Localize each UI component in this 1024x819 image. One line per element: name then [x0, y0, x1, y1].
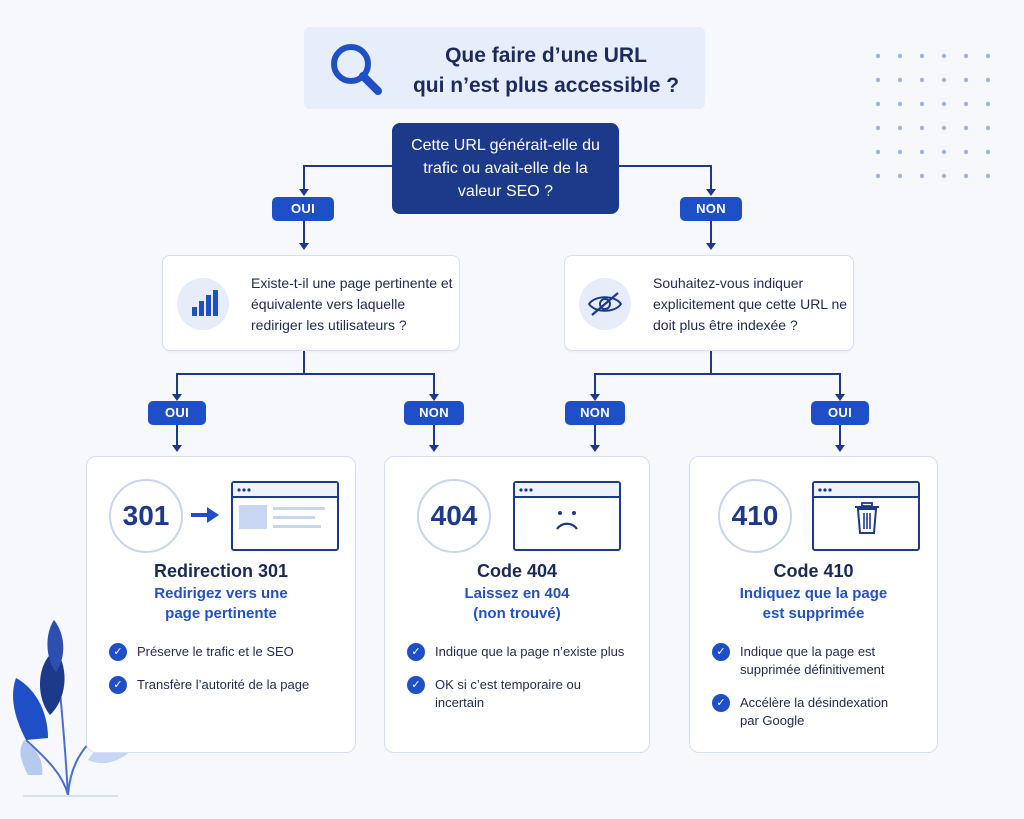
browser-window-icon	[812, 481, 920, 551]
card-subtitle-line-2: page pertinente	[165, 605, 277, 622]
title-box: Que faire d’une URL qui n’est plus acces…	[304, 27, 705, 109]
code-410-badge: 410	[718, 479, 792, 553]
question-right-text: Souhaitez-vous indiquer explicitement qu…	[653, 275, 848, 333]
branch-no-pill: NON	[680, 197, 742, 221]
card-title: Code 410	[773, 561, 854, 581]
arrow-right-icon	[191, 507, 219, 523]
check-icon: ✓	[407, 676, 425, 694]
check-icon: ✓	[109, 643, 127, 661]
bullet-text: OK si c’est temporaire ou incertain	[435, 677, 581, 710]
main-question: Cette URL générait-elle du trafic ou ava…	[392, 123, 619, 214]
left-no-pill: NON	[404, 401, 464, 425]
card-subtitle: Indiquez que la page est supprimée	[690, 584, 937, 624]
card-404: 404 Code 404 Laissez en 404 (non trouvé)…	[384, 456, 650, 753]
bullet-text: Indique que la page n’existe plus	[435, 644, 625, 659]
dot-grid-decoration	[875, 53, 991, 179]
browser-window-icon	[231, 481, 339, 551]
card-title: Code 404	[476, 561, 558, 581]
sad-face-icon	[556, 511, 578, 530]
eye-off-icon	[579, 278, 631, 330]
title-line-2: qui n’est plus accessible ?	[412, 74, 680, 97]
page-title: Que faire d’une URL qui n’est plus acces…	[396, 41, 696, 101]
search-icon	[331, 44, 382, 95]
right-yes-pill: OUI	[811, 401, 869, 425]
card-subtitle-line-1: Indiquez que la page	[739, 585, 888, 602]
card-title: Redirection 301	[153, 561, 289, 581]
card-subtitle-line-1: Redirigez vers une	[154, 585, 288, 602]
bullet-list: ✓ Préserve le trafic et le SEO ✓ Transfère…	[109, 643, 341, 709]
bullet-text: Préserve le trafic et le SEO	[137, 644, 294, 659]
check-icon: ✓	[109, 676, 127, 694]
check-icon: ✓	[712, 643, 730, 661]
left-yes-pill: OUI	[148, 401, 206, 425]
bullet-item: ✓ Indique que la page est supprimée défin…	[712, 643, 910, 679]
card-subtitle-line-2: est supprimée	[762, 605, 865, 622]
bullet-item: ✓ Préserve le trafic et le SEO	[109, 643, 341, 661]
bullet-text: Transfère l’autorité de la page	[137, 677, 310, 692]
check-icon: ✓	[407, 643, 425, 661]
card-410: 410 Code 410 Indiquez que la page est su…	[689, 456, 938, 753]
card-subtitle: Laissez en 404 (non trouvé)	[385, 584, 649, 624]
question-right: Souhaitez-vous indiquer explicitement qu…	[564, 255, 854, 351]
check-icon: ✓	[712, 694, 730, 712]
card-subtitle-line-2: (non trouvé)	[473, 605, 561, 622]
bullet-list: ✓ Indique que la page n’existe plus ✓ OK s…	[407, 643, 635, 727]
bar-chart-icon	[177, 278, 229, 330]
bullet-item: ✓ Transfère l’autorité de la page	[109, 676, 341, 694]
code-404-badge: 404	[417, 479, 491, 553]
browser-window-icon	[513, 481, 621, 551]
bullet-item: ✓ Indique que la page n’existe plus	[407, 643, 635, 661]
code-301-badge: 301	[109, 479, 183, 553]
question-left: Existe-t-il une page pertinente et équiv…	[162, 255, 460, 351]
card-subtitle: Redirigez vers une page pertinente	[87, 584, 355, 624]
main-question-text: Cette URL générait-elle du trafic ou ava…	[411, 137, 600, 200]
branch-yes-pill: OUI	[272, 197, 334, 221]
bullet-text: Accélère la désindexation par Google	[740, 695, 889, 728]
bullet-text: Indique que la page est supprimée défini…	[740, 644, 885, 677]
trash-icon	[855, 502, 879, 534]
title-line-1: Que faire d’une URL	[445, 44, 647, 67]
bullet-list: ✓ Indique que la page est supprimée défin…	[712, 643, 923, 745]
card-subtitle-line-1: Laissez en 404	[464, 585, 570, 602]
bullet-item: ✓ Accélère la désindexation par Google	[712, 694, 910, 730]
card-301: 301 Redirection 301 Redirigez vers une p…	[86, 456, 356, 753]
question-left-text: Existe-t-il une page pertinente et équiv…	[251, 275, 453, 333]
right-no-pill: NON	[565, 401, 625, 425]
bullet-item: ✓ OK si c’est temporaire ou incertain	[407, 676, 595, 712]
